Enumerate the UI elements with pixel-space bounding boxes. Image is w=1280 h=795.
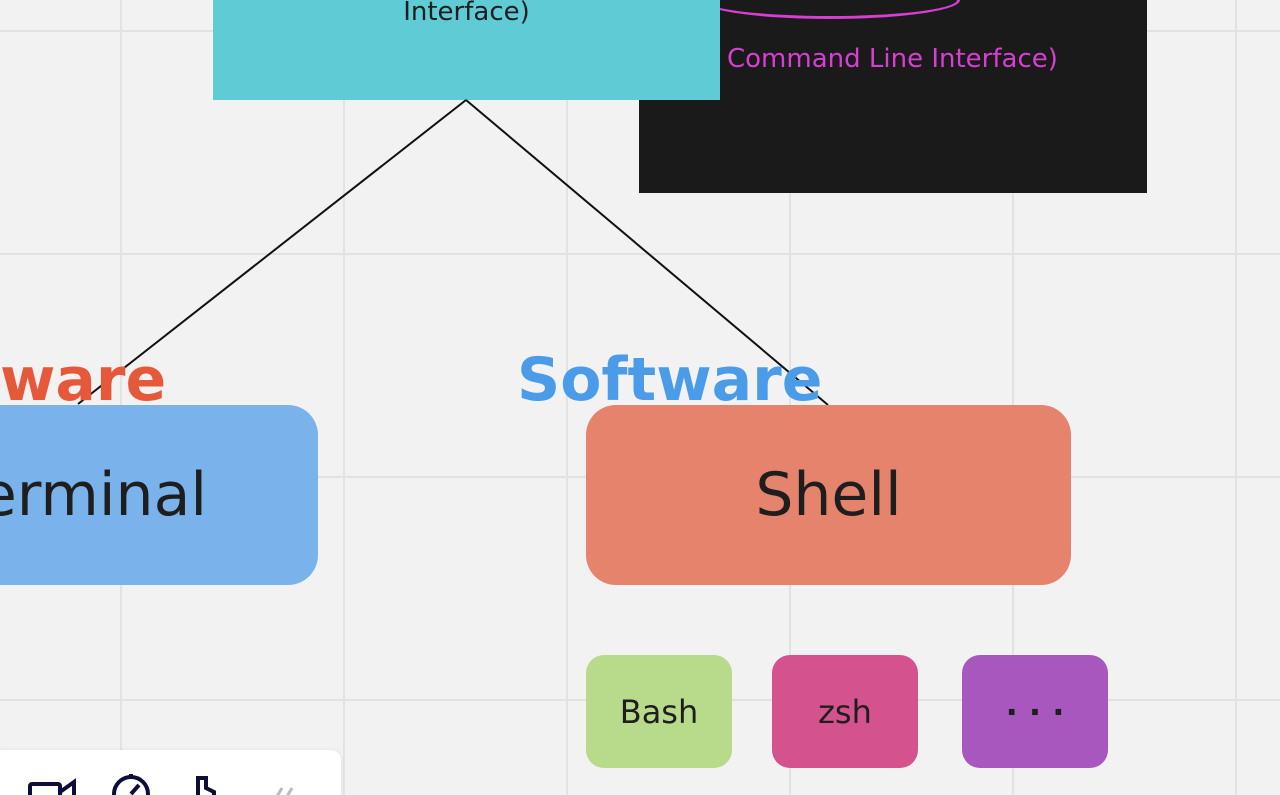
zsh-node[interactable]: zsh [772, 655, 918, 768]
more-label: · · · [1005, 692, 1065, 731]
cli-image-node[interactable] [639, 0, 1147, 193]
terminal-label: erminal [0, 460, 207, 530]
hardware-label: ware [0, 345, 167, 415]
software-label: Software [517, 345, 823, 415]
bottom-toolbar [0, 750, 341, 795]
gui-node[interactable] [213, 0, 720, 100]
cli-label: Command Line Interface) [727, 44, 1058, 74]
gui-node-label: Interface) [403, 0, 530, 27]
reaction-icon[interactable] [190, 774, 230, 795]
timer-icon[interactable] [108, 772, 154, 795]
terminal-node[interactable]: erminal [0, 405, 318, 585]
zsh-label: zsh [818, 692, 872, 731]
shell-node[interactable]: Shell [586, 405, 1071, 585]
bash-label: Bash [619, 692, 699, 731]
bash-node[interactable]: Bash [586, 655, 732, 768]
connector-to-shell[interactable] [465, 99, 829, 406]
connector-to-terminal[interactable] [77, 99, 467, 405]
more-shells-node[interactable]: · · · [962, 655, 1108, 768]
video-camera-icon[interactable] [28, 774, 78, 795]
shell-label: Shell [755, 460, 902, 530]
collapse-icon[interactable] [272, 786, 302, 795]
